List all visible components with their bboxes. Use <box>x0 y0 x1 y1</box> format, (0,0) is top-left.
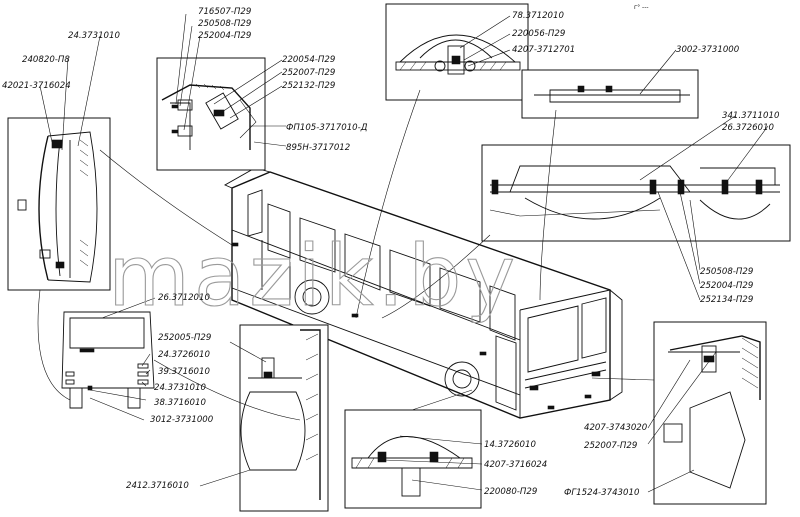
top-right-strip-panel <box>521 69 699 119</box>
part-label: 252007-П29 <box>584 441 637 451</box>
part-label: 4207-3716024 <box>484 460 547 470</box>
rear-lamp-section-panel <box>239 324 329 512</box>
part-labels: г° --- 716507-П29 250508-П29 252004-П29 … <box>2 4 780 498</box>
part-label: 4207-3743020 <box>584 423 648 433</box>
bus-rear-view <box>61 311 155 409</box>
part-label: 220056-П29 <box>512 29 565 39</box>
part-label: 24.3731010 <box>68 31 120 41</box>
part-label: 895Н-3717012 <box>286 143 350 153</box>
marker-lamp-bracket-panel <box>156 57 266 171</box>
part-label: 26.3712010 <box>158 293 210 303</box>
part-label: 14.3726010 <box>484 440 536 450</box>
part-label: 250508-П29 <box>700 267 753 277</box>
part-label: 24.3726010 <box>158 350 210 360</box>
part-label: ФП105-3717010-Д <box>286 123 368 133</box>
part-label: 252134-П29 <box>700 295 753 305</box>
leader-lines <box>37 13 769 493</box>
part-label: 220054-П29 <box>282 55 335 65</box>
watermark-text: mazik.by <box>108 227 519 325</box>
part-label: 252004-П29 <box>700 281 753 291</box>
part-label: 252005-П29 <box>158 333 211 343</box>
part-label: 42021-3716024 <box>2 81 71 91</box>
part-label: 220080-П29 <box>484 487 537 497</box>
part-label: 3012-3731000 <box>150 415 214 425</box>
part-label: 4207-3712701 <box>512 45 575 55</box>
bottom-center-lamp-panel <box>344 409 482 509</box>
part-label: 716507-П29 <box>198 7 251 17</box>
part-label: 252007-П29 <box>282 68 335 78</box>
part-label: 2412.3716010 <box>126 481 189 491</box>
part-label: 24.3731010 <box>154 383 206 393</box>
part-label: 252132-П29 <box>282 81 335 91</box>
part-label: ФГ1524-3743010 <box>564 488 640 498</box>
bottom-right-lamp-panel <box>653 321 767 505</box>
part-label: 252004-П29 <box>198 31 251 41</box>
part-label: 39.3716010 <box>158 367 210 377</box>
left-lamp-panel <box>7 117 111 291</box>
bus-body <box>223 167 623 419</box>
part-label: 341.3711010 <box>722 111 780 121</box>
corner-mark: г° --- <box>634 4 649 11</box>
part-label: 240820-П8 <box>22 55 70 65</box>
part-label: 3002-3731000 <box>676 45 740 55</box>
right-lamp-assembly-panel <box>481 144 791 242</box>
part-label: 78.3712010 <box>512 11 564 21</box>
part-label: 26.3726010 <box>722 123 774 133</box>
part-label: 38.3716010 <box>154 398 206 408</box>
part-label: 250508-П29 <box>198 19 251 29</box>
